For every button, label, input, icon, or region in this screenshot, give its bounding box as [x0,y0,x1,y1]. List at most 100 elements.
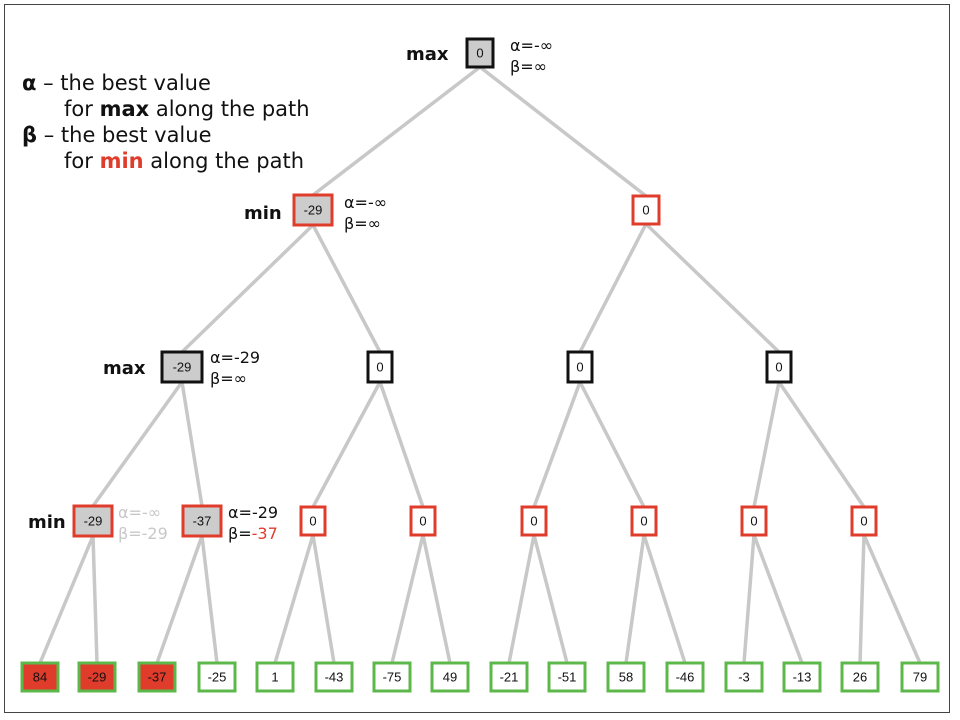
alpha-symbol: α [22,71,37,95]
legend-beta: β – the best value [22,122,310,148]
beta-line2-post: along the path [143,149,305,173]
node-l1-1: 0 [631,194,661,226]
level-label-root: max [406,44,449,65]
node-l3-5: 0 [630,505,658,537]
leaf-5: -43 [314,661,354,693]
edge-l2-l3-4 [532,380,582,509]
leaf-3-value: -25 [208,670,227,685]
node-l1-1-value: 0 [642,203,649,218]
leaf-6: -75 [372,661,412,693]
leaf-1-box [77,661,117,693]
node-l3-7-box [850,505,878,537]
level-label-2: max [103,358,146,379]
annotation-level2: α=-29 β=∞ [210,347,260,389]
leaf-14-box [840,661,880,693]
node-l2-0: -29 [160,350,204,384]
l3a-alpha: α=-∞ [118,503,162,522]
node-l3-5-value: 0 [640,514,647,529]
leaf-2: -37 [137,661,177,693]
node-l2-2: 0 [566,350,594,384]
node-l1-1-box [631,194,661,226]
l3b-alpha: α=-29 [228,503,279,522]
edge-l2-l3-1 [180,380,204,508]
alpha-line2-post: along the path [149,97,310,121]
leaf-8-value: -21 [500,670,519,685]
annotation-level3a: α=-∞ β=-29 [118,502,168,544]
beta-line2-pre: for [64,149,100,173]
leaf-11: -46 [665,661,705,693]
node-root-box [465,37,495,69]
node-l3-3-value: 0 [419,514,426,529]
edge-l3-leaf-9 [532,533,569,665]
node-l1-0: -29 [292,193,334,227]
leaf-13: -13 [782,661,822,693]
node-l3-2-value: 0 [309,514,316,529]
node-l3-6-value: 0 [750,514,757,529]
level-label-3: min [28,512,66,533]
node-l3-1-value: -37 [193,514,212,529]
node-l1-0-value: -29 [304,203,323,218]
node-root-value: 0 [476,46,483,61]
beta-line1: – the best value [37,123,212,147]
node-l2-3-value: 0 [775,360,782,375]
legend-beta-detail: for min along the path [22,148,310,174]
edge-l1-l2-3 [644,222,781,354]
leaf-6-box [372,661,412,693]
edge-l3-leaf-0 [38,534,95,665]
legend: α – the best value for max along the pat… [22,70,310,174]
node-l3-4: 0 [520,505,548,537]
leaf-7-value: 49 [443,670,457,685]
node-l3-7-value: 0 [860,514,867,529]
edge-l3-leaf-11 [642,533,687,665]
l3a-beta: β=-29 [118,524,168,543]
edge-l2-l3-6 [752,380,781,509]
edge-l1-l2-2 [578,222,648,354]
edge-l2-l3-2 [311,380,382,509]
leaf-10-box [606,661,646,693]
edge-l3-leaf-14 [858,533,866,665]
leaf-7: 49 [430,661,470,693]
edge-l2-l3-5 [578,380,646,509]
leaf-4-box [255,661,295,693]
node-l3-3: 0 [409,505,437,537]
annotation-level3b: α=-29 β=-37 [228,502,278,544]
leaf-14-value: 26 [853,670,867,685]
leaf-11-box [665,661,705,693]
alpha-line2-pre: for [64,97,100,121]
leaf-15: 79 [900,661,940,693]
leaf-9-value: -51 [558,670,577,685]
node-l2-2-box [566,350,594,384]
edge-l3-leaf-6 [390,533,425,665]
edge-l3-leaf-13 [752,533,804,665]
node-l3-2-box [299,505,327,537]
edge-l3-leaf-15 [862,533,922,665]
node-l3-3-box [409,505,437,537]
legend-alpha: α – the best value [22,70,310,96]
beta-symbol: β [22,123,38,147]
annotation-level1: α=-∞ β=∞ [344,192,387,234]
edge-l3-leaf-5 [311,533,336,665]
leaf-7-box [430,661,470,693]
leaf-2-box [137,661,177,693]
node-l3-0-value: -29 [84,514,103,529]
edge-l2-l3-3 [378,380,425,509]
edge-root-0 [311,65,482,197]
edge-l3-leaf-12 [742,533,756,665]
root-alpha: α=-∞ [510,36,554,55]
leaf-0-value: 84 [33,670,47,685]
edge-l2-l3-7 [777,380,866,509]
leaf-12-box [724,661,764,693]
l3b-beta-prefix: β= [228,524,252,543]
leaf-1: -29 [77,661,117,693]
leaf-15-box [900,661,940,693]
node-l3-1-box [181,504,223,538]
node-l3-1: -37 [181,504,223,538]
root-beta: β=∞ [510,57,547,76]
edge-l3-leaf-7 [421,533,452,665]
alpha-line1: – the best value [36,71,211,95]
leaf-15-value: 79 [913,670,927,685]
leaf-5-value: -43 [325,670,344,685]
node-l2-0-value: -29 [173,360,192,375]
